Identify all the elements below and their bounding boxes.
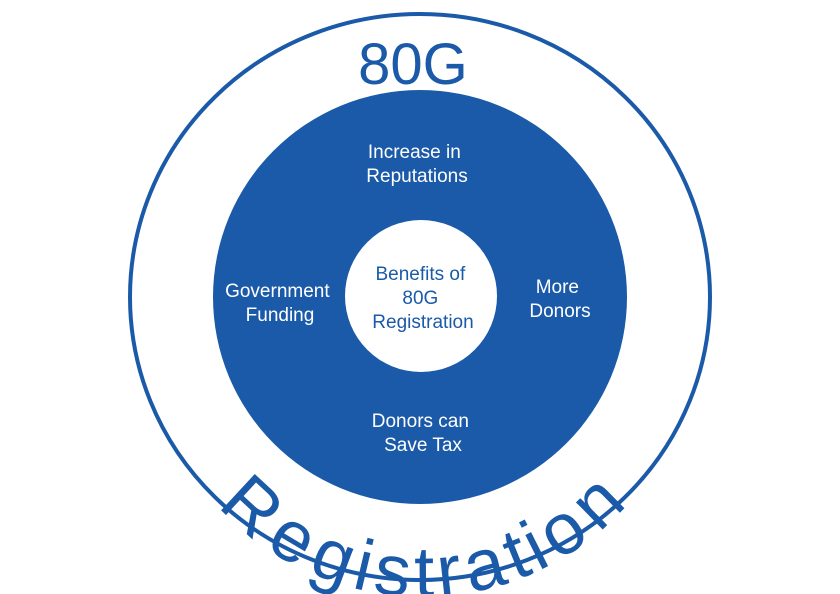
center-circle (345, 220, 497, 372)
center-line-1: Benefits of (375, 264, 465, 285)
segment-left-line-1: Government (225, 281, 330, 302)
center-label: Benefits of 80G Registration (372, 264, 473, 333)
segment-top-label: Increase in Reputations (366, 142, 467, 187)
segment-right-line-1: More (536, 277, 579, 298)
segment-right-line-2: Donors (529, 301, 590, 322)
segment-top-line-2: Reputations (366, 166, 467, 187)
segment-right-label: More Donors (529, 277, 590, 322)
segment-bottom-line-1: Donors can (372, 411, 469, 432)
outer-ring (128, 12, 712, 582)
segment-left-label: Government Funding (225, 281, 335, 326)
ring-title-top: 80G (358, 32, 468, 97)
segment-bottom-line-2: Save Tax (384, 435, 462, 456)
segment-top-line-1: Increase in (368, 142, 461, 163)
center-line-3: Registration (372, 312, 473, 333)
center-line-2: 80G (402, 288, 438, 309)
segment-bottom-label: Donors can Save Tax (372, 411, 474, 456)
segment-left-line-2: Funding (246, 305, 315, 326)
